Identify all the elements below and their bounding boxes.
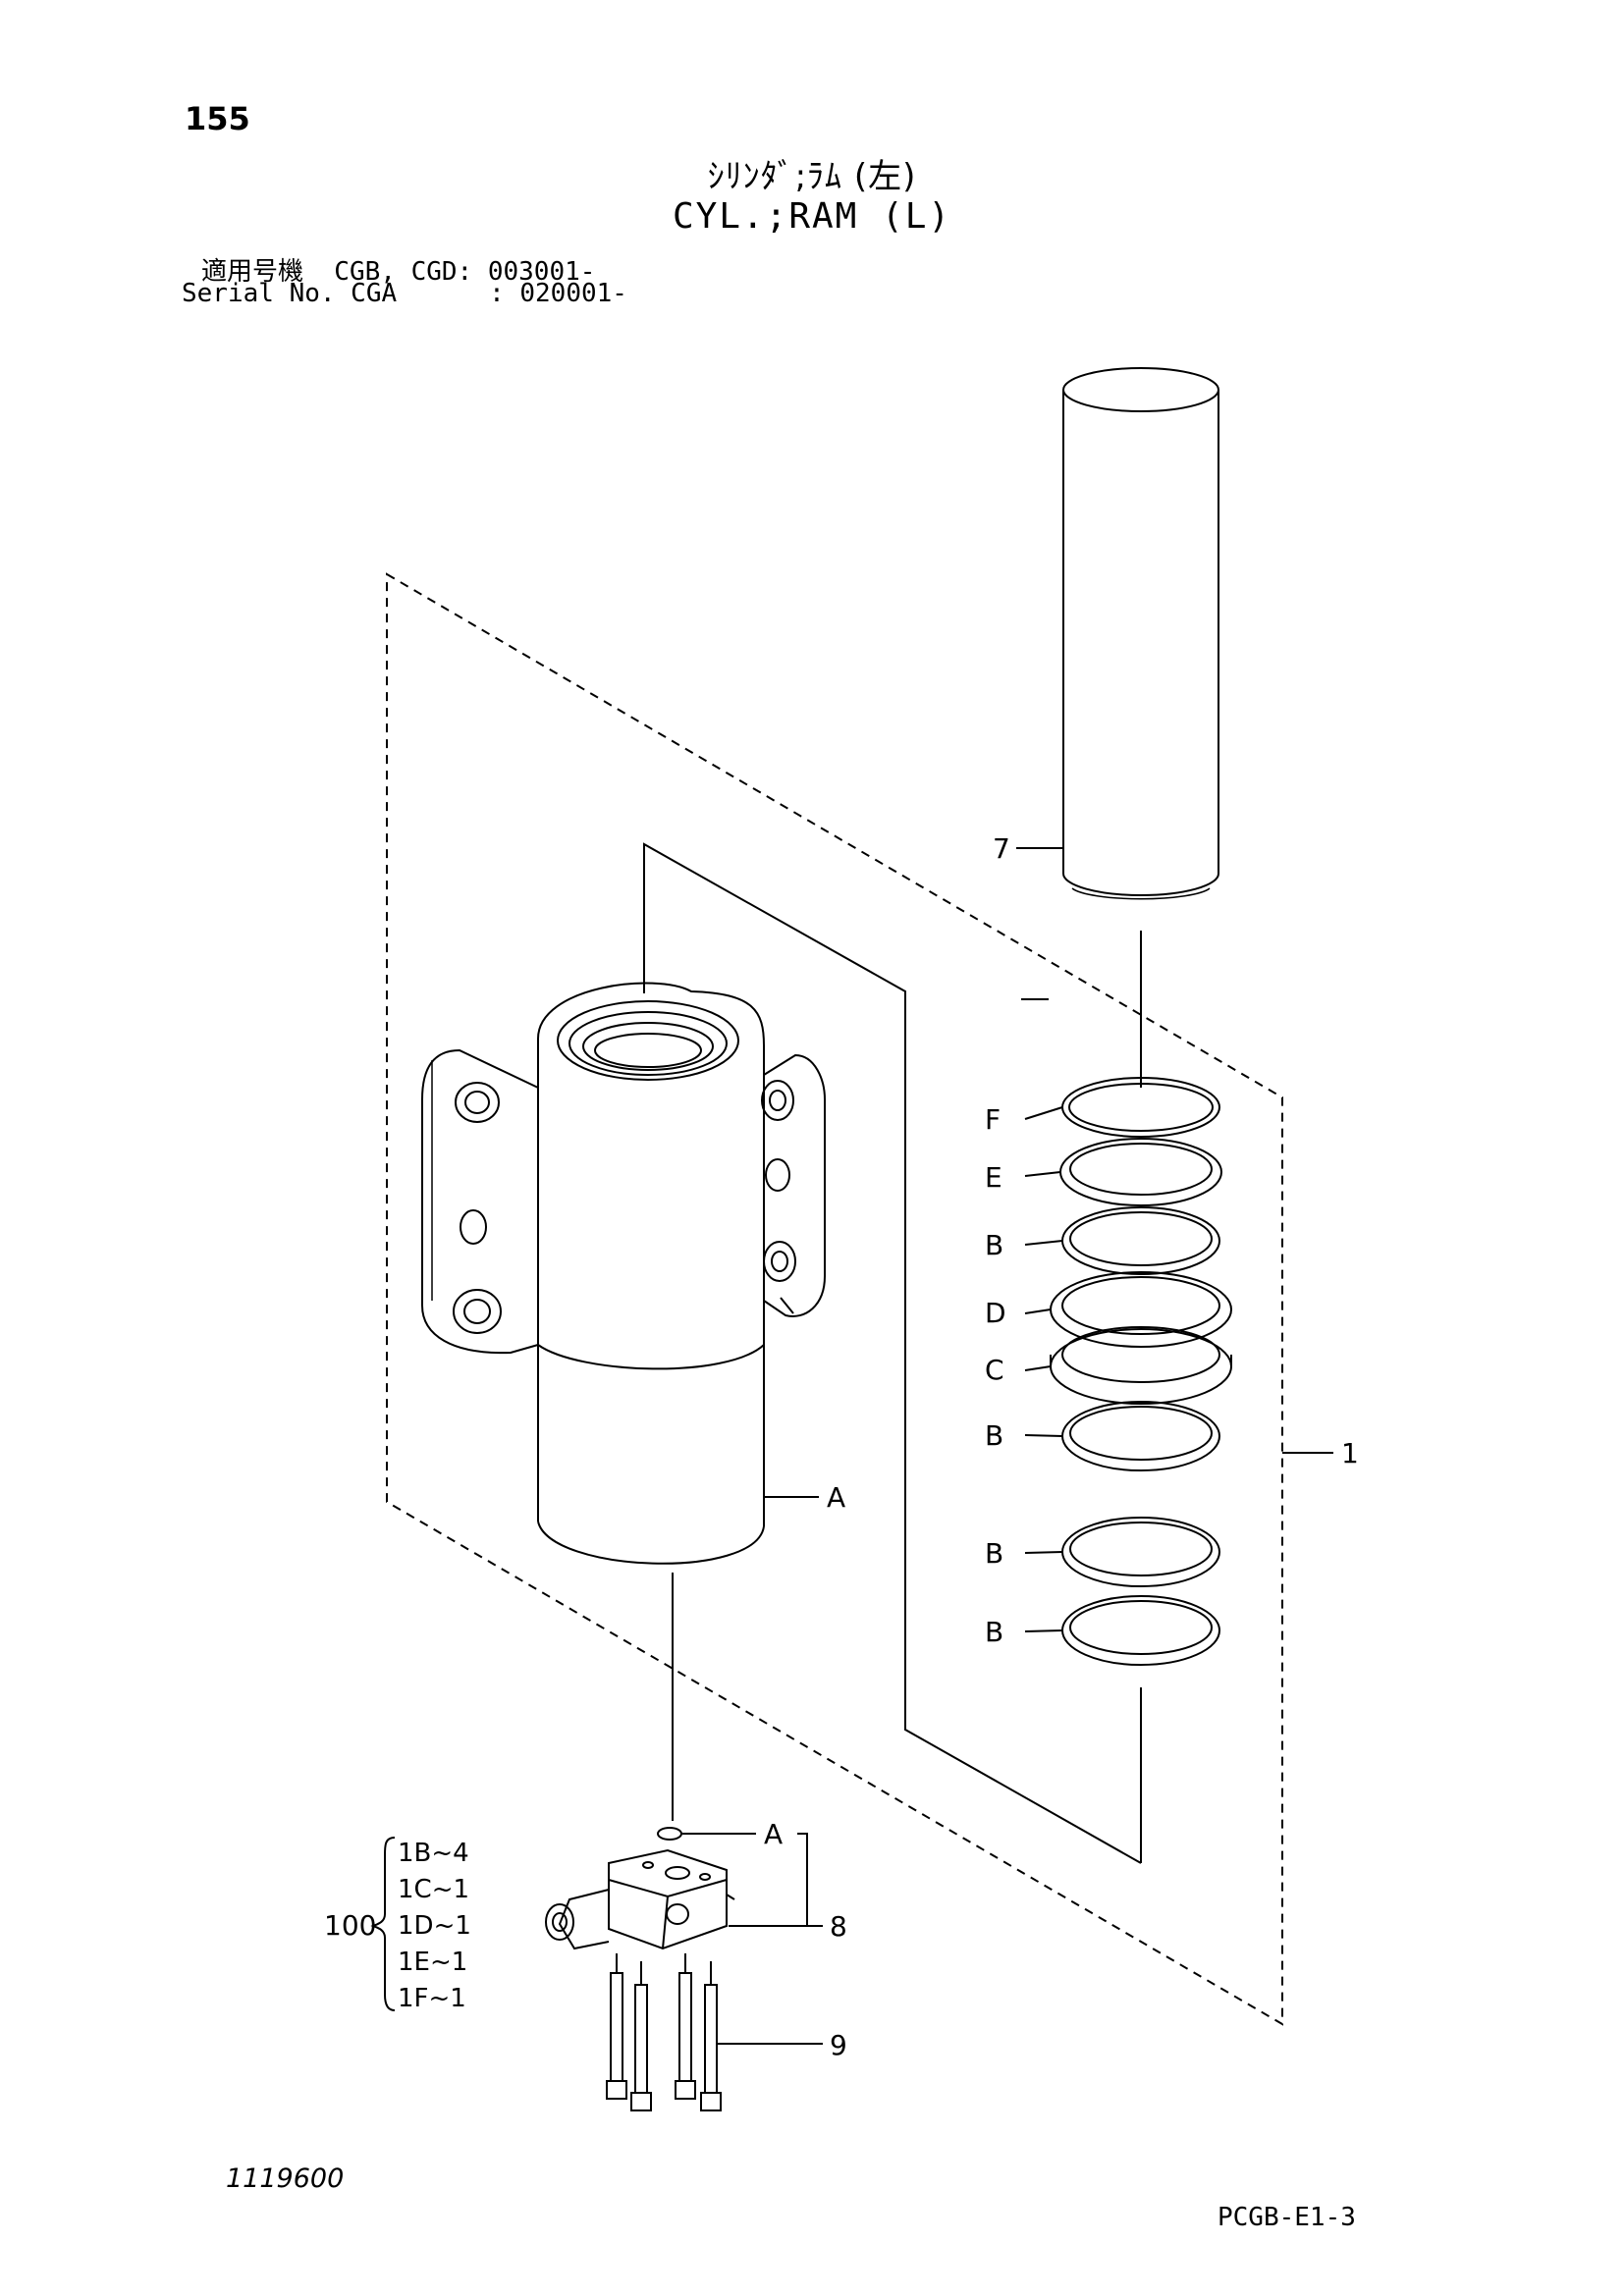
seal-ring-B-3 (1061, 1517, 1220, 1587)
seal-ring-D (1050, 1271, 1232, 1348)
callout-9: 9 (830, 2029, 847, 2061)
bolts-part-9 (606, 1953, 722, 2111)
callout-100: 100 (324, 1909, 376, 1942)
callout-8: 8 (830, 1910, 847, 1943)
callout-F: F (985, 1103, 1001, 1136)
kit-list: 1B~4 1C~1 1D~1 1E~1 1F~1 (398, 1839, 471, 2013)
callout-B-4: B (985, 1616, 1003, 1648)
cylinder-body-part-A (421, 982, 826, 1565)
title-japanese: ｼﾘﾝﾀﾞ;ﾗﾑ (左) (707, 157, 917, 196)
seal-ring-E (1059, 1138, 1222, 1206)
callout-B-3: B (985, 1537, 1003, 1570)
callout-D: D (985, 1297, 1006, 1329)
ram-cylinder-part-7 (1062, 367, 1219, 900)
callout-E: E (985, 1161, 1002, 1194)
callout-C: C (985, 1354, 1004, 1386)
seal-ring-C (1050, 1326, 1232, 1405)
drawing-number: 1119600 (226, 2163, 345, 2194)
serial-applicability-line-2: Serial No. CGA : 020001- (182, 279, 627, 308)
explode-bracket-line (643, 842, 1142, 1864)
callout-A-1: A (827, 1481, 845, 1514)
kit-list-item: 1E~1 (398, 1948, 467, 1977)
callout-A-2: A (764, 1818, 783, 1850)
page-code: PCGB-E1-3 (1218, 2203, 1356, 2232)
seal-ring-B-4 (1061, 1595, 1220, 1666)
kit-list-item: 1F~1 (398, 1984, 466, 2013)
kit-list-item: 1B~4 (398, 1839, 469, 1868)
valve-block-part-8 (545, 1848, 735, 1950)
callout-1: 1 (1341, 1437, 1359, 1469)
page-number: 155 (185, 100, 250, 137)
kit-list-brace (370, 1837, 396, 2011)
callout-7: 7 (993, 832, 1010, 865)
seal-ring-B-2 (1061, 1401, 1220, 1471)
kit-list-item: 1D~1 (398, 1911, 471, 1941)
kit-list-item: 1C~1 (398, 1875, 469, 1904)
title-english: CYL.;RAM (L) (672, 196, 952, 237)
callout-B-2: B (985, 1419, 1003, 1452)
serial-applicability-line-1: 適用号機 CGB, CGD: 003001- (201, 257, 596, 287)
seal-ring-B-1 (1061, 1206, 1220, 1275)
callout-B-1: B (985, 1229, 1003, 1261)
kit-boundary-dashed (386, 572, 1283, 2026)
